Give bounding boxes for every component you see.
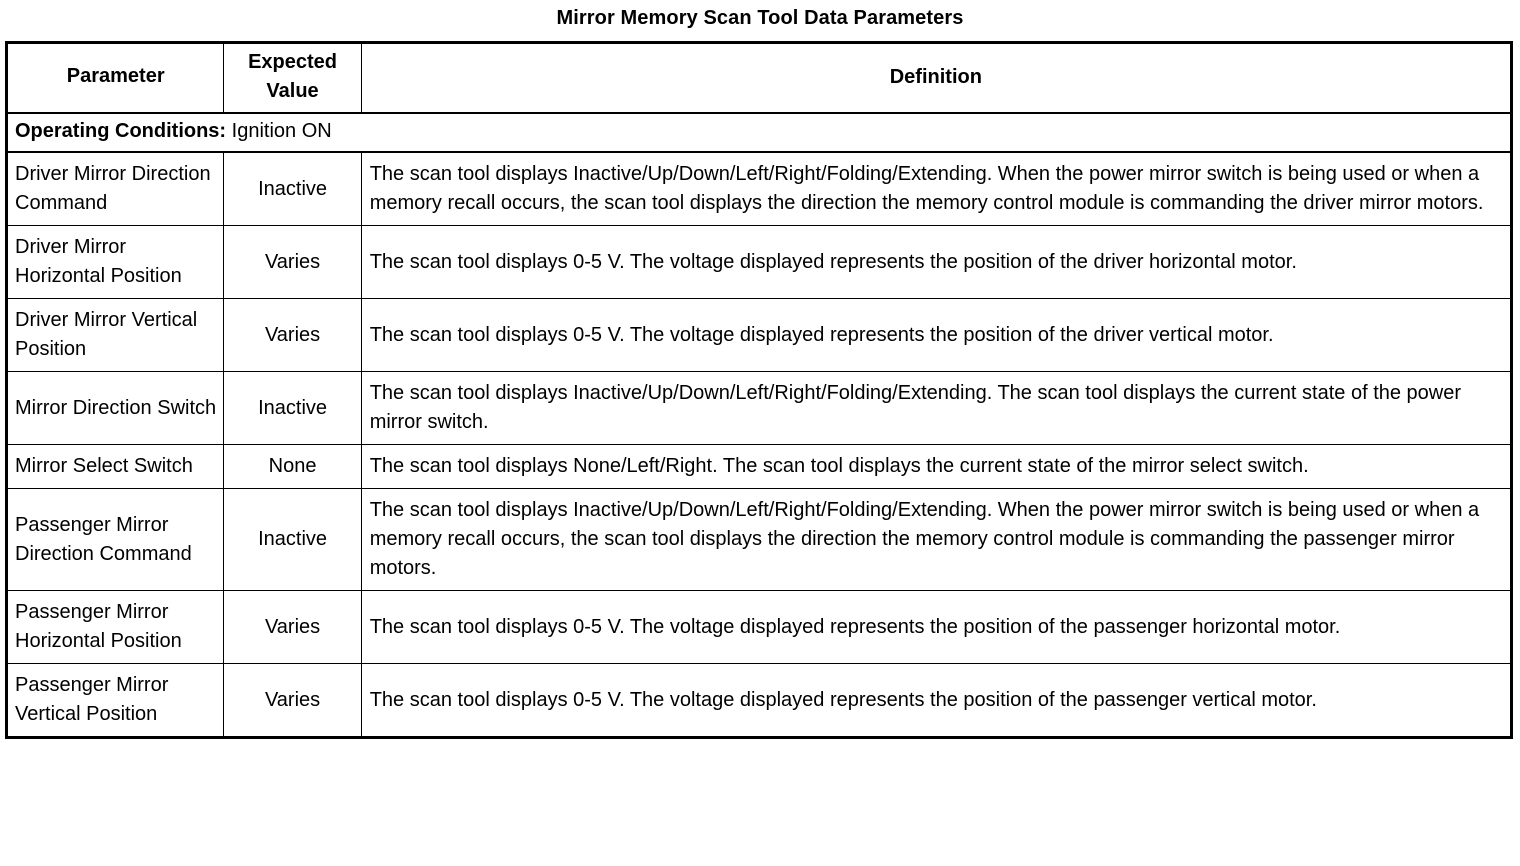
table-row: Driver Mirror Horizontal Position Varies…	[5, 225, 1513, 299]
operating-conditions-row: Operating Conditions: Ignition ON	[6, 112, 1512, 153]
cell-definition: The scan tool displays 0-5 V. The voltag…	[360, 663, 1513, 738]
cell-parameter: Passenger Mirror Direction Command	[5, 488, 225, 591]
cell-expected-value: Varies	[223, 663, 362, 738]
column-header-expected-value: Expected Value	[223, 42, 362, 114]
cell-definition: The scan tool displays Inactive/Up/Down/…	[360, 151, 1513, 226]
operating-conditions-cell: Operating Conditions: Ignition ON	[6, 112, 1512, 153]
scan-tool-parameters-table: Parameter Expected Value Definition Oper…	[5, 41, 1513, 739]
table-row: Mirror Direction Switch Inactive The sca…	[5, 371, 1513, 445]
column-header-expected-value-line2: Value	[266, 80, 319, 102]
page-title: Mirror Memory Scan Tool Data Parameters	[556, 7, 964, 29]
table-body: Operating Conditions: Ignition ON Driver…	[5, 112, 1513, 738]
cell-expected-value: Inactive	[223, 488, 362, 591]
cell-expected-value: Inactive	[223, 151, 362, 226]
cell-parameter: Driver Mirror Vertical Position	[5, 298, 225, 372]
operating-conditions-value: Ignition ON	[226, 120, 332, 142]
cell-definition: The scan tool displays None/Left/Right. …	[360, 444, 1513, 489]
table-row: Driver Mirror Direction Command Inactive…	[5, 151, 1513, 226]
cell-expected-value: None	[223, 444, 362, 489]
cell-definition: The scan tool displays 0-5 V. The voltag…	[360, 225, 1513, 299]
cell-parameter: Mirror Direction Switch	[5, 371, 225, 445]
table-row: Mirror Select Switch None The scan tool …	[5, 444, 1513, 489]
cell-parameter: Driver Mirror Direction Command	[5, 151, 225, 226]
table-container: Parameter Expected Value Definition Oper…	[0, 41, 1520, 739]
column-header-parameter: Parameter	[5, 42, 225, 114]
cell-parameter: Driver Mirror Horizontal Position	[5, 225, 225, 299]
cell-expected-value: Varies	[223, 298, 362, 372]
cell-expected-value: Varies	[223, 225, 362, 299]
column-header-expected-value-line1: Expected	[248, 51, 338, 73]
cell-parameter: Passenger Mirror Horizontal Position	[5, 590, 225, 664]
cell-definition: The scan tool displays 0-5 V. The voltag…	[360, 590, 1513, 664]
table-row: Passenger Mirror Vertical Position Varie…	[5, 663, 1513, 738]
cell-expected-value: Inactive	[223, 371, 362, 445]
table-header: Parameter Expected Value Definition	[5, 42, 1513, 114]
column-header-definition: Definition	[360, 42, 1513, 114]
table-row: Passenger Mirror Direction Command Inact…	[5, 488, 1513, 591]
cell-definition: The scan tool displays Inactive/Up/Down/…	[360, 488, 1513, 591]
table-row: Driver Mirror Vertical Position Varies T…	[5, 298, 1513, 372]
header-row: Parameter Expected Value Definition	[5, 42, 1513, 114]
cell-parameter: Passenger Mirror Vertical Position	[5, 663, 225, 738]
cell-expected-value: Varies	[223, 590, 362, 664]
table-row: Passenger Mirror Horizontal Position Var…	[5, 590, 1513, 664]
cell-definition: The scan tool displays Inactive/Up/Down/…	[360, 371, 1513, 445]
cell-definition: The scan tool displays 0-5 V. The voltag…	[360, 298, 1513, 372]
operating-conditions-label: Operating Conditions:	[15, 120, 227, 142]
cell-parameter: Mirror Select Switch	[5, 444, 225, 489]
